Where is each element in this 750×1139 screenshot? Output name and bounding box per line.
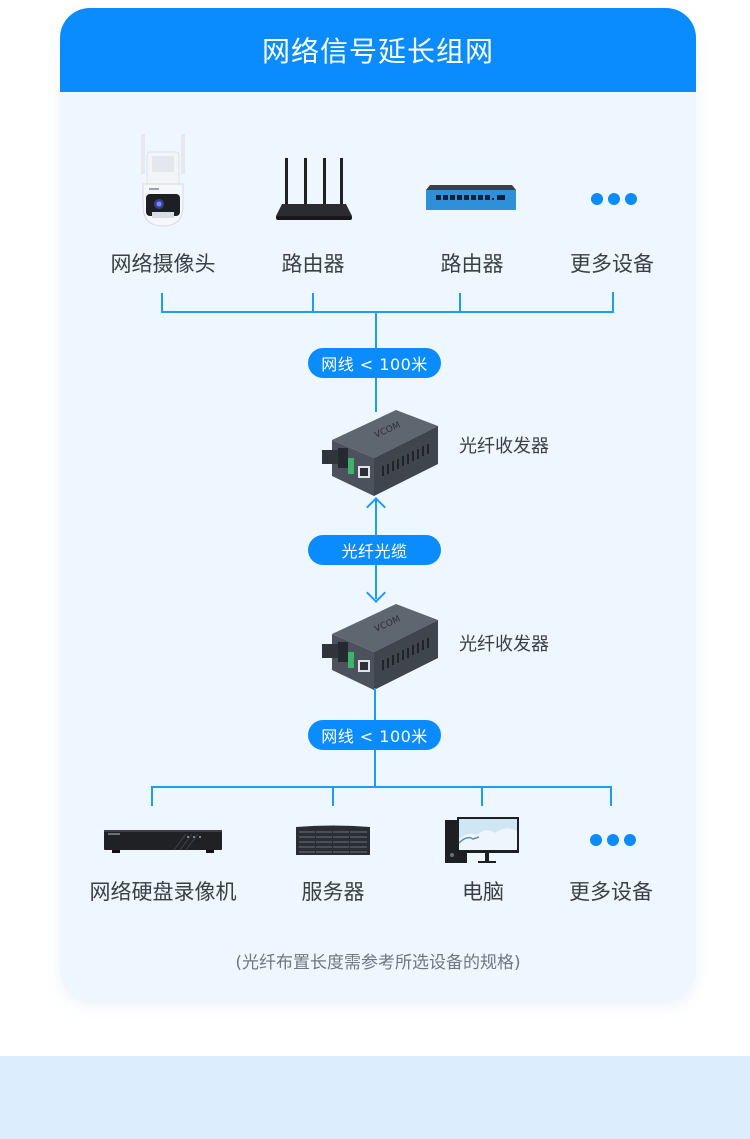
connector-line: [375, 500, 377, 536]
device-label-ip-camera: 网络摄像头: [110, 252, 216, 276]
connector-line: [375, 378, 377, 412]
connector-line: [459, 293, 461, 313]
nvr-icon: [104, 830, 222, 853]
transceiver-label: 光纤收发器: [459, 436, 549, 457]
fiber-transceiver-icon: VCOM: [322, 410, 438, 496]
footnote: (光纤布置长度需参考所选设备的规格): [235, 953, 521, 973]
connector-line: [612, 292, 614, 313]
fiber-cable-badge: 光纤光缆: [308, 535, 441, 565]
device-label-more: 更多设备: [570, 252, 654, 276]
device-label-nvr: 网络硬盘录像机: [89, 880, 237, 904]
card-header: 网络信号延长组网: [60, 8, 696, 92]
bottom-band: [0, 1056, 750, 1139]
cable-length-badge: 网线 < 100米: [308, 348, 441, 378]
desktop-computer-icon: [445, 817, 519, 863]
router-icon: [276, 158, 352, 220]
connector-line: [481, 786, 483, 806]
device-label-router: 路由器: [281, 252, 345, 276]
network-switch-icon: [426, 185, 516, 210]
more-dots-icon: [591, 193, 637, 205]
connector-line: [374, 688, 376, 721]
server-icon: [296, 825, 370, 855]
connector-line: [374, 750, 376, 788]
connector-line: [332, 786, 334, 806]
connector-line: [151, 786, 612, 788]
connector-line: [610, 786, 612, 806]
connector-line: [161, 293, 163, 313]
ip-camera-icon: [141, 134, 185, 227]
transceiver-label: 光纤收发器: [459, 634, 549, 655]
device-label-switch: 路由器: [440, 252, 504, 276]
cable-length-badge: 网线 < 100米: [308, 720, 441, 750]
connector-line: [375, 565, 377, 599]
more-dots-icon: [590, 834, 636, 846]
device-label-more: 更多设备: [569, 880, 653, 904]
diagram-title: 网络信号延长组网: [261, 35, 494, 68]
connector-line: [151, 786, 153, 806]
device-label-server: 服务器: [301, 880, 365, 904]
connector-line: [375, 311, 377, 349]
fiber-transceiver-icon: VCOM: [322, 604, 438, 690]
device-label-computer: 电脑: [462, 880, 504, 904]
connector-line: [161, 311, 614, 313]
connector-line: [312, 293, 314, 313]
